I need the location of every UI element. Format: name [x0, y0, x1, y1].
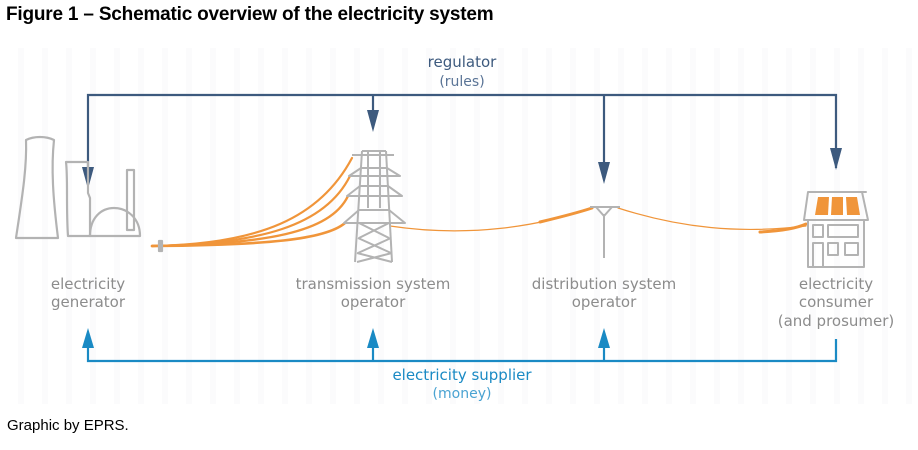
power-line [150, 174, 352, 248]
generator-label-line2: generator [51, 293, 126, 311]
consumer-label-line2: consumer [799, 293, 874, 311]
arrow-up-icon [82, 328, 94, 348]
house-with-solar-panels-icon [803, 191, 869, 268]
transmission-tower-icon [343, 150, 406, 263]
arrow-up-icon [367, 328, 379, 348]
electricity-system-diagram: regulator (rules) [0, 48, 918, 404]
arrow-down-icon [367, 110, 379, 132]
generator-label-line1: electricity [51, 275, 125, 293]
power-line [150, 194, 350, 248]
regulator-bus-line [86, 93, 838, 168]
dso-label-line1: distribution system [532, 275, 676, 293]
arrow-up-icon [598, 328, 610, 348]
figure-title: Figure 1 – Schematic overview of the ele… [6, 4, 494, 25]
power-lines [150, 156, 808, 248]
tso-label-line2: operator [341, 293, 406, 311]
power-line [389, 207, 593, 232]
arrow-down-icon [598, 162, 610, 184]
power-line [758, 222, 808, 234]
supplier-label: electricity supplier [392, 366, 532, 384]
power-line [538, 206, 594, 224]
power-line [150, 221, 347, 248]
distribution-pole-icon [590, 206, 620, 258]
figure-caption: Graphic by EPRS. [7, 417, 129, 434]
tso-label-line1: transmission system [296, 275, 451, 293]
supplier-flow: electricity supplier (money) [82, 328, 838, 402]
regulator-sublabel: (rules) [439, 74, 484, 90]
consumer-label-line3: (and prosumer) [778, 312, 895, 330]
regulator-flow: regulator (rules) [82, 53, 842, 189]
power-line [617, 207, 807, 231]
consumer-label-line1: electricity [799, 275, 873, 293]
power-plant-icon [14, 135, 164, 253]
solar-panel-icon [815, 197, 860, 215]
arrow-down-icon [830, 148, 842, 170]
supplier-bus-line [86, 339, 838, 363]
regulator-label: regulator [428, 53, 498, 71]
supplier-sublabel: (money) [433, 386, 492, 402]
dso-label-line2: operator [572, 293, 637, 311]
